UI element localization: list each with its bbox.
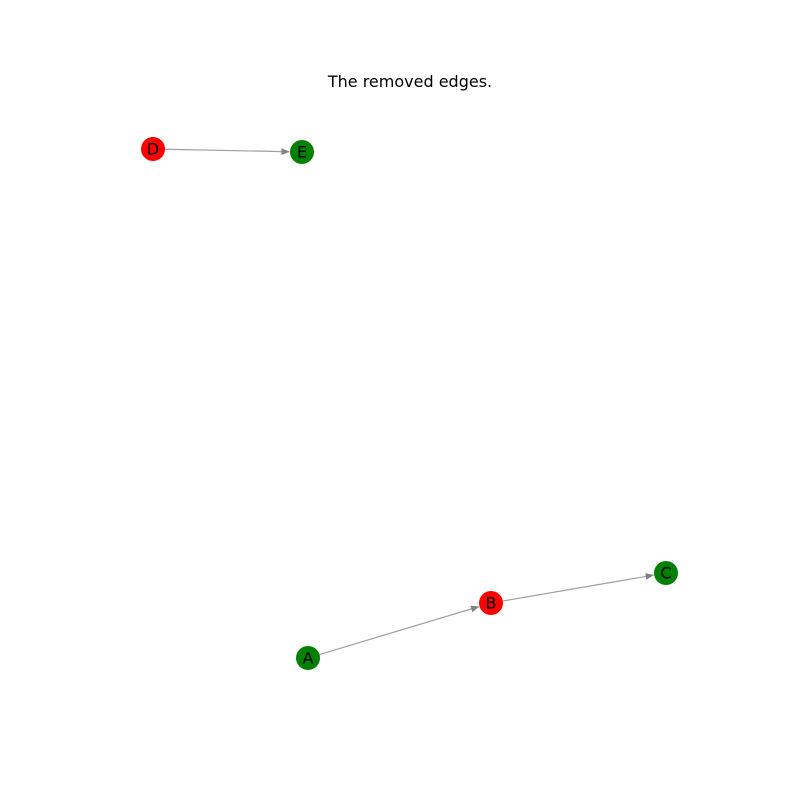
node-circle-b xyxy=(479,591,503,615)
edge-d-e xyxy=(164,148,290,155)
node-label-c: C xyxy=(660,564,671,583)
node-e: E xyxy=(290,140,314,164)
node-d: D xyxy=(141,137,165,161)
node-circle-e xyxy=(290,140,314,164)
nodes-layer: A B C D E xyxy=(141,137,678,670)
edges-layer xyxy=(164,148,655,656)
node-a: A xyxy=(296,646,320,670)
edge-b-c xyxy=(502,573,655,602)
node-label-e: E xyxy=(297,143,307,162)
node-c: C xyxy=(654,561,678,585)
node-circle-d xyxy=(141,137,165,161)
node-label-b: B xyxy=(486,594,497,613)
node-label-d: D xyxy=(147,140,159,159)
node-circle-c xyxy=(654,561,678,585)
node-b: B xyxy=(479,591,503,615)
node-label-a: A xyxy=(303,649,314,668)
diagram-title: The removed edges. xyxy=(327,72,493,91)
edge-a-b xyxy=(319,605,480,656)
node-circle-a xyxy=(296,646,320,670)
